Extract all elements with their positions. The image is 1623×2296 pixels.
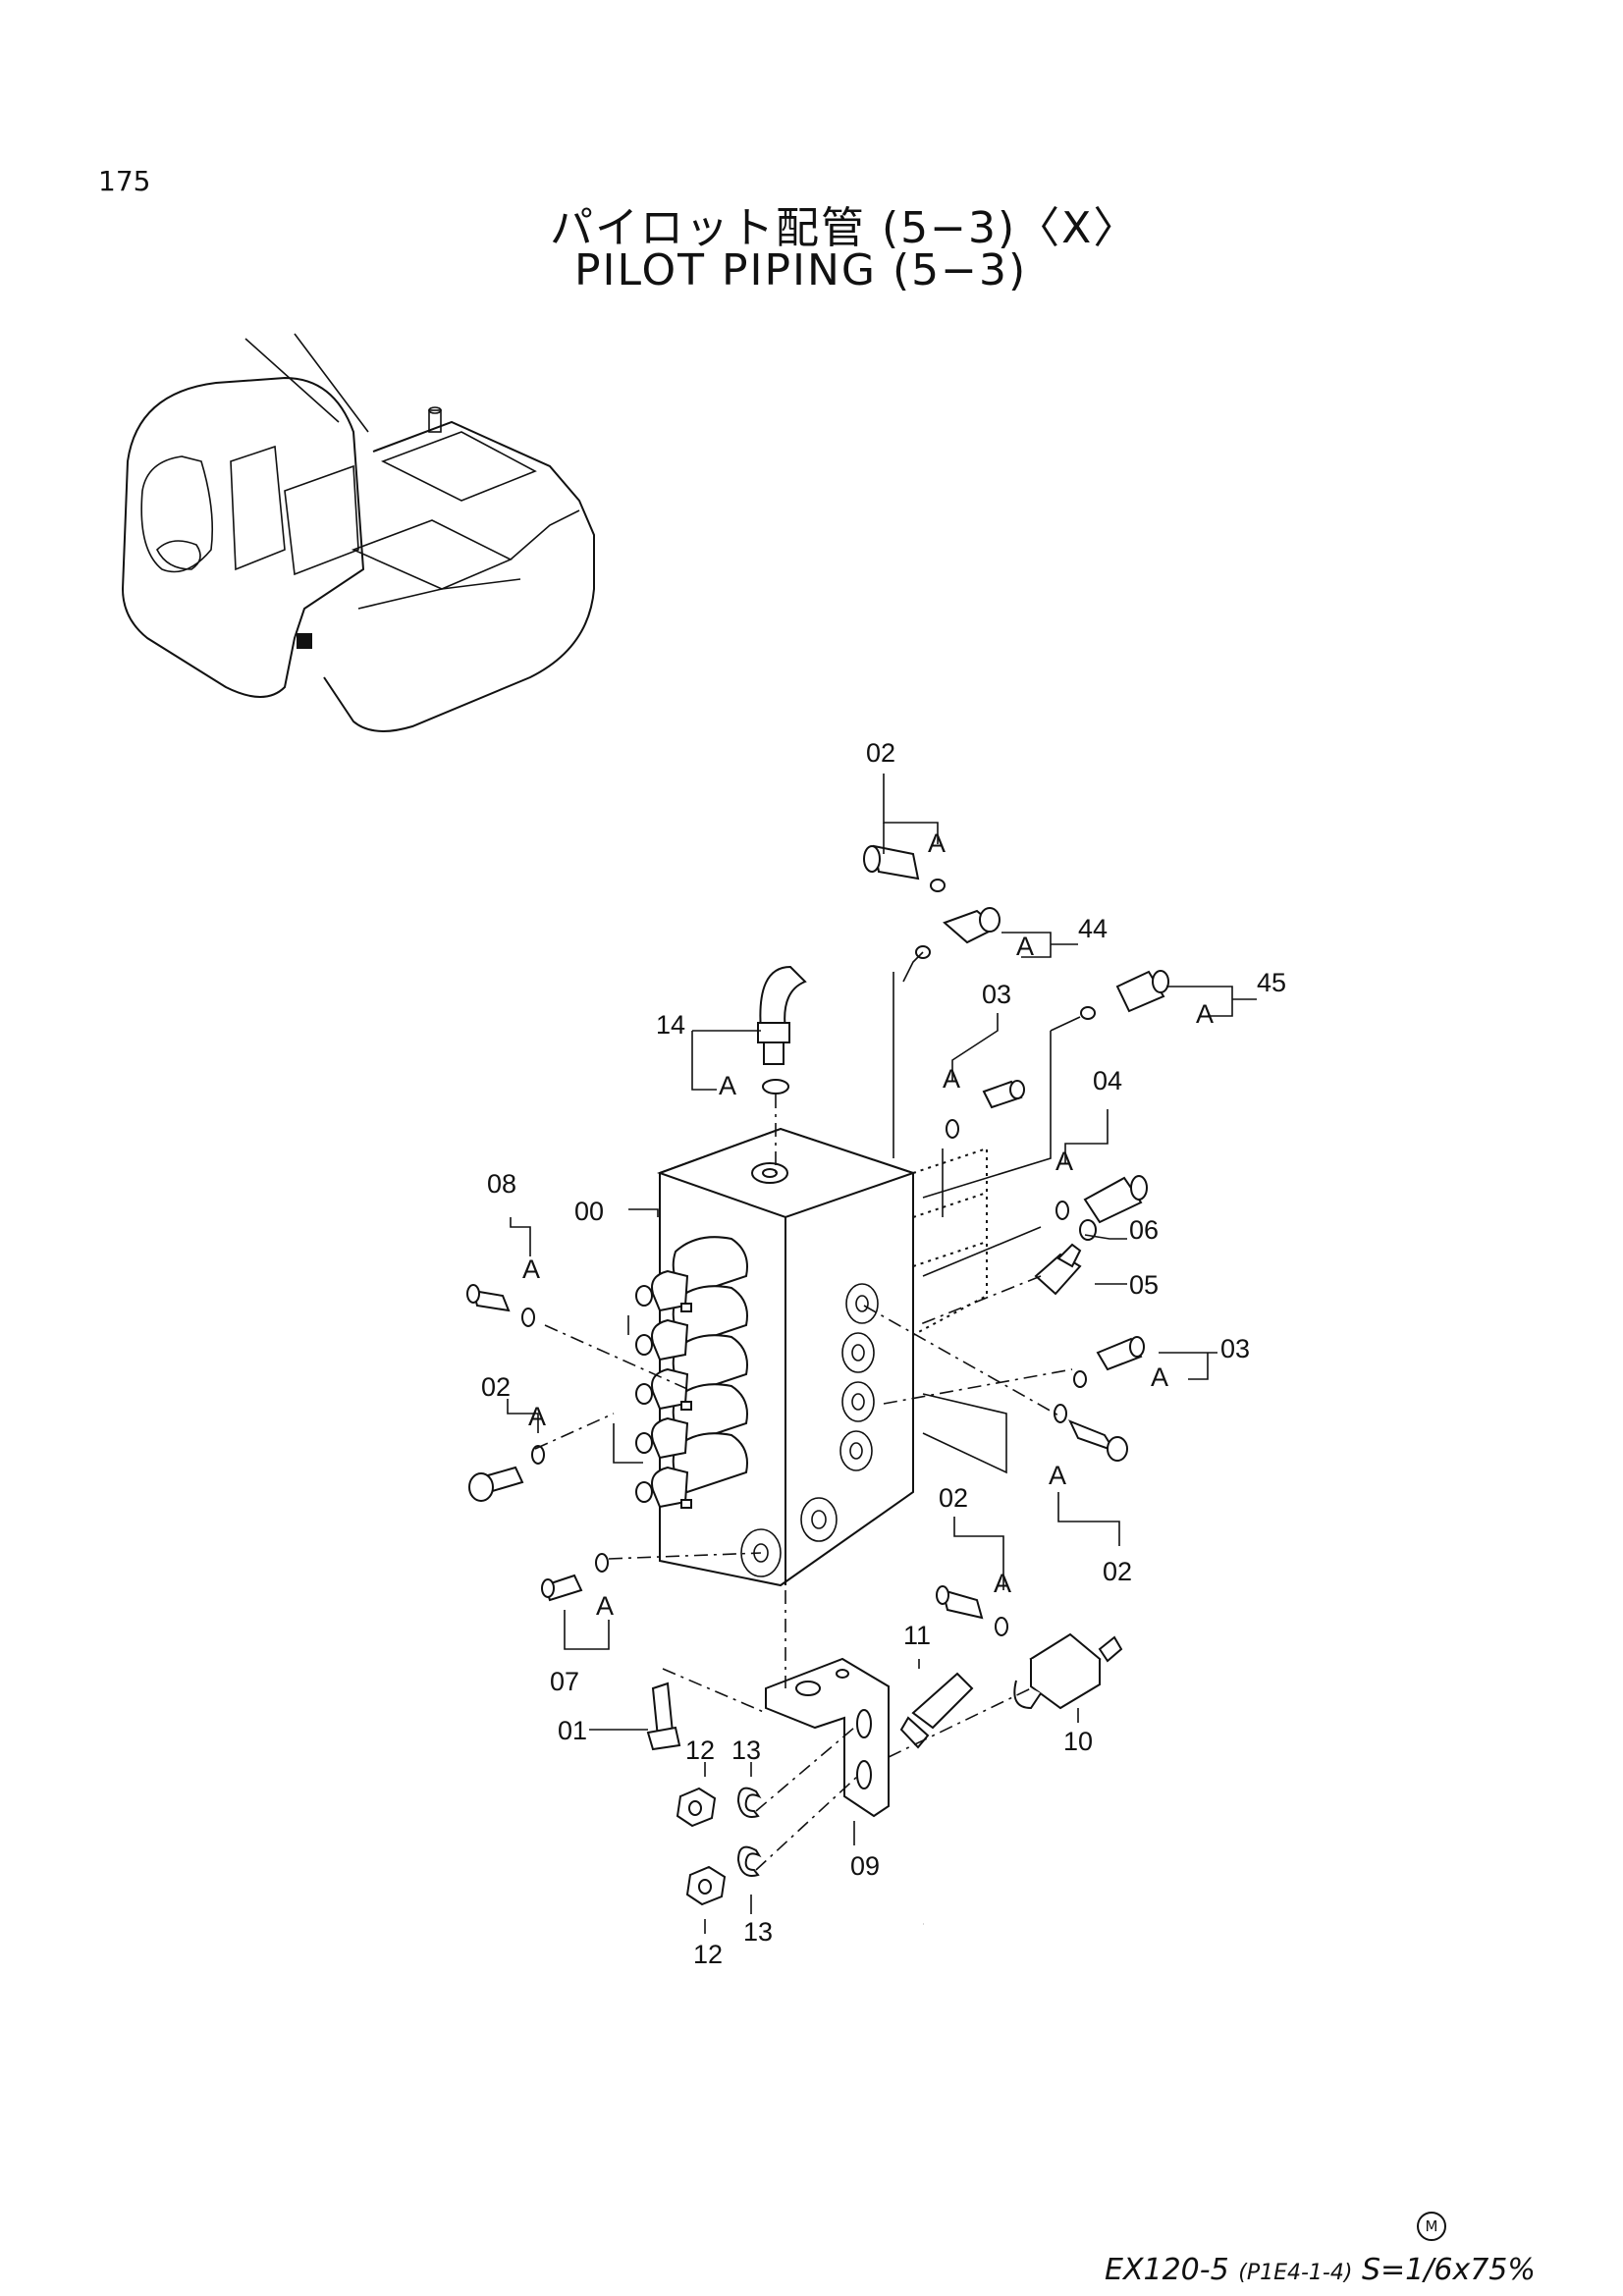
callout-04: 04 xyxy=(1093,1066,1122,1095)
callout-12-upper: 12 xyxy=(685,1735,715,1765)
fitting-14-elbow xyxy=(757,965,807,1095)
callout-08: 08 xyxy=(487,1169,516,1199)
callout-45: 45 xyxy=(1257,968,1286,997)
fitting-02-left xyxy=(468,1445,545,1502)
switch-05 xyxy=(1034,1243,1082,1296)
page-number: 175 xyxy=(98,165,151,197)
callout-13-lower: 13 xyxy=(743,1917,773,1947)
bolt-01 xyxy=(646,1682,681,1751)
fitting-02-right xyxy=(1054,1404,1128,1462)
callout-02-right: 02 xyxy=(1103,1557,1132,1586)
fitting-02-top xyxy=(863,844,946,892)
callout-07: 07 xyxy=(550,1667,579,1696)
title-english: PILOT PIPING (5−3) xyxy=(574,245,1028,295)
mark-a-03-right: A xyxy=(1151,1362,1168,1392)
callout-14: 14 xyxy=(656,1010,685,1040)
fitting-03-top xyxy=(946,1080,1025,1139)
callout-05: 05 xyxy=(1129,1270,1159,1300)
callout-44: 44 xyxy=(1078,914,1108,943)
washer-13-upper xyxy=(736,1787,762,1818)
fitting-10-tee xyxy=(1013,1632,1123,1710)
mark-a-08: A xyxy=(522,1255,540,1284)
footer-scale: S=1/6x75% xyxy=(1361,2253,1536,2287)
fitting-04 xyxy=(1055,1175,1148,1241)
callout-09: 09 xyxy=(850,1851,880,1881)
excavator-location-illustration xyxy=(121,333,595,732)
washer-13-lower xyxy=(736,1845,762,1877)
callout-11: 11 xyxy=(903,1621,931,1650)
footer-reference: EX120-5 (P1E4-1-4) S=1/6x75% xyxy=(1105,2253,1536,2287)
group-marks: A A A A A A A A A A A A xyxy=(522,828,1214,1621)
mark-a-02-right: A xyxy=(1049,1461,1066,1490)
mark-a-07: A xyxy=(596,1591,614,1621)
bracket-09 xyxy=(765,1657,890,1818)
fitting-02-bottom xyxy=(936,1585,1008,1636)
callout-02-left: 02 xyxy=(481,1372,511,1402)
mark-a-14: A xyxy=(719,1071,736,1100)
footer-ref: (P1E4-1-4) xyxy=(1238,2261,1353,2285)
footer-model: EX120-5 xyxy=(1105,2253,1229,2287)
assembly-lines xyxy=(534,951,1081,1871)
callout-12-lower: 12 xyxy=(693,1940,723,1969)
mark-a-03-top: A xyxy=(943,1064,960,1094)
callout-06: 06 xyxy=(1129,1215,1159,1245)
callout-02-top: 02 xyxy=(866,738,895,768)
mark-a-02-left: A xyxy=(528,1402,546,1431)
callout-13-upper: 13 xyxy=(731,1735,761,1765)
fitting-08 xyxy=(466,1284,535,1327)
mark-a-04: A xyxy=(1055,1147,1073,1176)
mark-a-45: A xyxy=(1196,999,1214,1029)
fitting-03-right xyxy=(1073,1336,1145,1388)
fitting-45-elbow xyxy=(1080,970,1169,1020)
solenoid-stack xyxy=(635,1236,748,1509)
callout-01: 01 xyxy=(558,1716,587,1745)
callout-02-bottom: 02 xyxy=(939,1483,968,1513)
callouts: 02 44 45 03 14 04 08 00 06 05 03 02 02 0… xyxy=(481,738,1286,1969)
fitting-07 xyxy=(541,1553,609,1602)
mark-a-02-top: A xyxy=(928,828,946,858)
title-japanese: パイロット配管 (5−3)〈X〉 xyxy=(550,203,1139,253)
callout-03-top: 03 xyxy=(982,980,1011,1009)
mark-a-02-bottom: A xyxy=(994,1569,1011,1598)
fitting-44-tee xyxy=(915,907,1001,959)
nut-12-lower xyxy=(685,1865,727,1906)
callout-00: 00 xyxy=(574,1197,604,1226)
nut-12-upper xyxy=(676,1787,717,1828)
callout-03-right: 03 xyxy=(1220,1334,1250,1363)
mark-a-44: A xyxy=(1016,932,1034,961)
callout-10: 10 xyxy=(1063,1727,1093,1756)
fitting-11 xyxy=(899,1672,974,1749)
leader-lines xyxy=(507,774,1257,1934)
m-symbol: M xyxy=(1417,2212,1446,2241)
